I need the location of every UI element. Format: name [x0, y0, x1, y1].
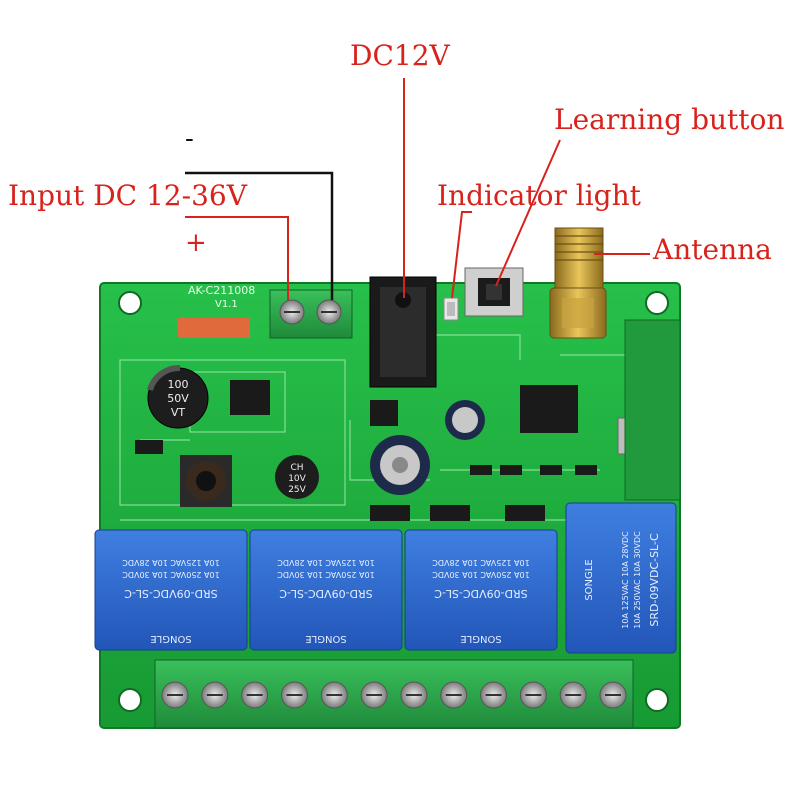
relay-1: SRD-09VDC-SL-C 10A 250VAC 10A 30VDC 10A …: [94, 529, 248, 651]
mounting-hole: [118, 291, 142, 315]
svg-text:10V: 10V: [288, 474, 306, 484]
svg-text:10A 250VAC 10A 30VDC: 10A 250VAC 10A 30VDC: [633, 531, 642, 629]
smd-components: [135, 440, 597, 521]
svg-text:10A 125VAC 10A 28VDC: 10A 125VAC 10A 28VDC: [122, 558, 220, 567]
indicator-led: [443, 297, 459, 321]
capacitor-center: [370, 435, 430, 495]
relay-3: SRD-09VDC-SL-C 10A 250VAC 10A 30VDC 10A …: [404, 529, 558, 651]
board-model-text: AK-C211008: [188, 284, 255, 297]
annotation-leader-lines: [185, 78, 650, 300]
svg-text:10A 125VAC 10A 28VDC: 10A 125VAC 10A 28VDC: [621, 531, 630, 629]
board-version-text: V1.1: [215, 299, 238, 310]
antenna-label: Antenna: [653, 233, 772, 266]
svg-text:SRD-09VDC-SL-C: SRD-09VDC-SL-C: [648, 533, 661, 627]
svg-text:CH: CH: [290, 463, 303, 473]
rf-module: [624, 319, 681, 501]
ic-chip: [230, 380, 270, 415]
capacitor-large: 100 50V VT: [147, 365, 209, 429]
mounting-hole: [645, 291, 669, 315]
svg-text:25V: 25V: [288, 485, 306, 495]
ic-chip: [370, 400, 398, 426]
power-terminal-block: [269, 289, 353, 339]
svg-text:10A 125VAC 10A 28VDC: 10A 125VAC 10A 28VDC: [277, 558, 375, 567]
svg-text:SRD-09VDC-SL-C: SRD-09VDC-SL-C: [434, 587, 528, 600]
capacitor-small: CH 10V 25V: [275, 455, 319, 499]
capacitor-blue: [445, 400, 485, 440]
learning-button-label: Learning button: [554, 103, 785, 136]
svg-text:SONGLE: SONGLE: [584, 559, 595, 600]
input-voltage-label: Input DC 12-36V: [8, 179, 247, 212]
relay-2: SRD-09VDC-SL-C 10A 250VAC 10A 30VDC 10A …: [249, 529, 403, 651]
svg-text:10A 250VAC 10A 30VDC: 10A 250VAC 10A 30VDC: [277, 570, 375, 579]
indicator-light-label: Indicator light: [437, 179, 641, 212]
antenna-connector: [549, 227, 607, 339]
plus-sign: +: [185, 228, 207, 258]
minus-sign: -: [185, 124, 194, 154]
svg-text:100: 100: [168, 378, 189, 391]
svg-text:SRD-09VDC-SL-C: SRD-09VDC-SL-C: [124, 587, 218, 600]
mounting-hole: [645, 688, 669, 712]
relay-4: SRD-09VDC-SL-C 10A 250VAC 10A 30VDC 10A …: [565, 502, 677, 654]
output-terminal-strip: [154, 659, 634, 729]
inductor: [180, 455, 232, 507]
learning-button: [464, 267, 524, 317]
mounting-hole: [118, 688, 142, 712]
svg-text:VT: VT: [171, 406, 186, 419]
svg-text:50V: 50V: [167, 392, 189, 405]
svg-text:10A 250VAC 10A 30VDC: 10A 250VAC 10A 30VDC: [122, 570, 220, 579]
svg-text:10A 250VAC 10A 30VDC: 10A 250VAC 10A 30VDC: [432, 570, 530, 579]
svg-text:SONGLE: SONGLE: [460, 633, 501, 644]
svg-text:10A 125VAC 10A 28VDC: 10A 125VAC 10A 28VDC: [432, 558, 530, 567]
svg-text:SONGLE: SONGLE: [305, 633, 346, 644]
ic-chip: [520, 385, 578, 433]
dc12v-label: DC12V: [350, 39, 450, 72]
svg-text:SRD-09VDC-SL-C: SRD-09VDC-SL-C: [279, 587, 373, 600]
fuse: [178, 318, 250, 338]
svg-text:SONGLE: SONGLE: [150, 633, 191, 644]
